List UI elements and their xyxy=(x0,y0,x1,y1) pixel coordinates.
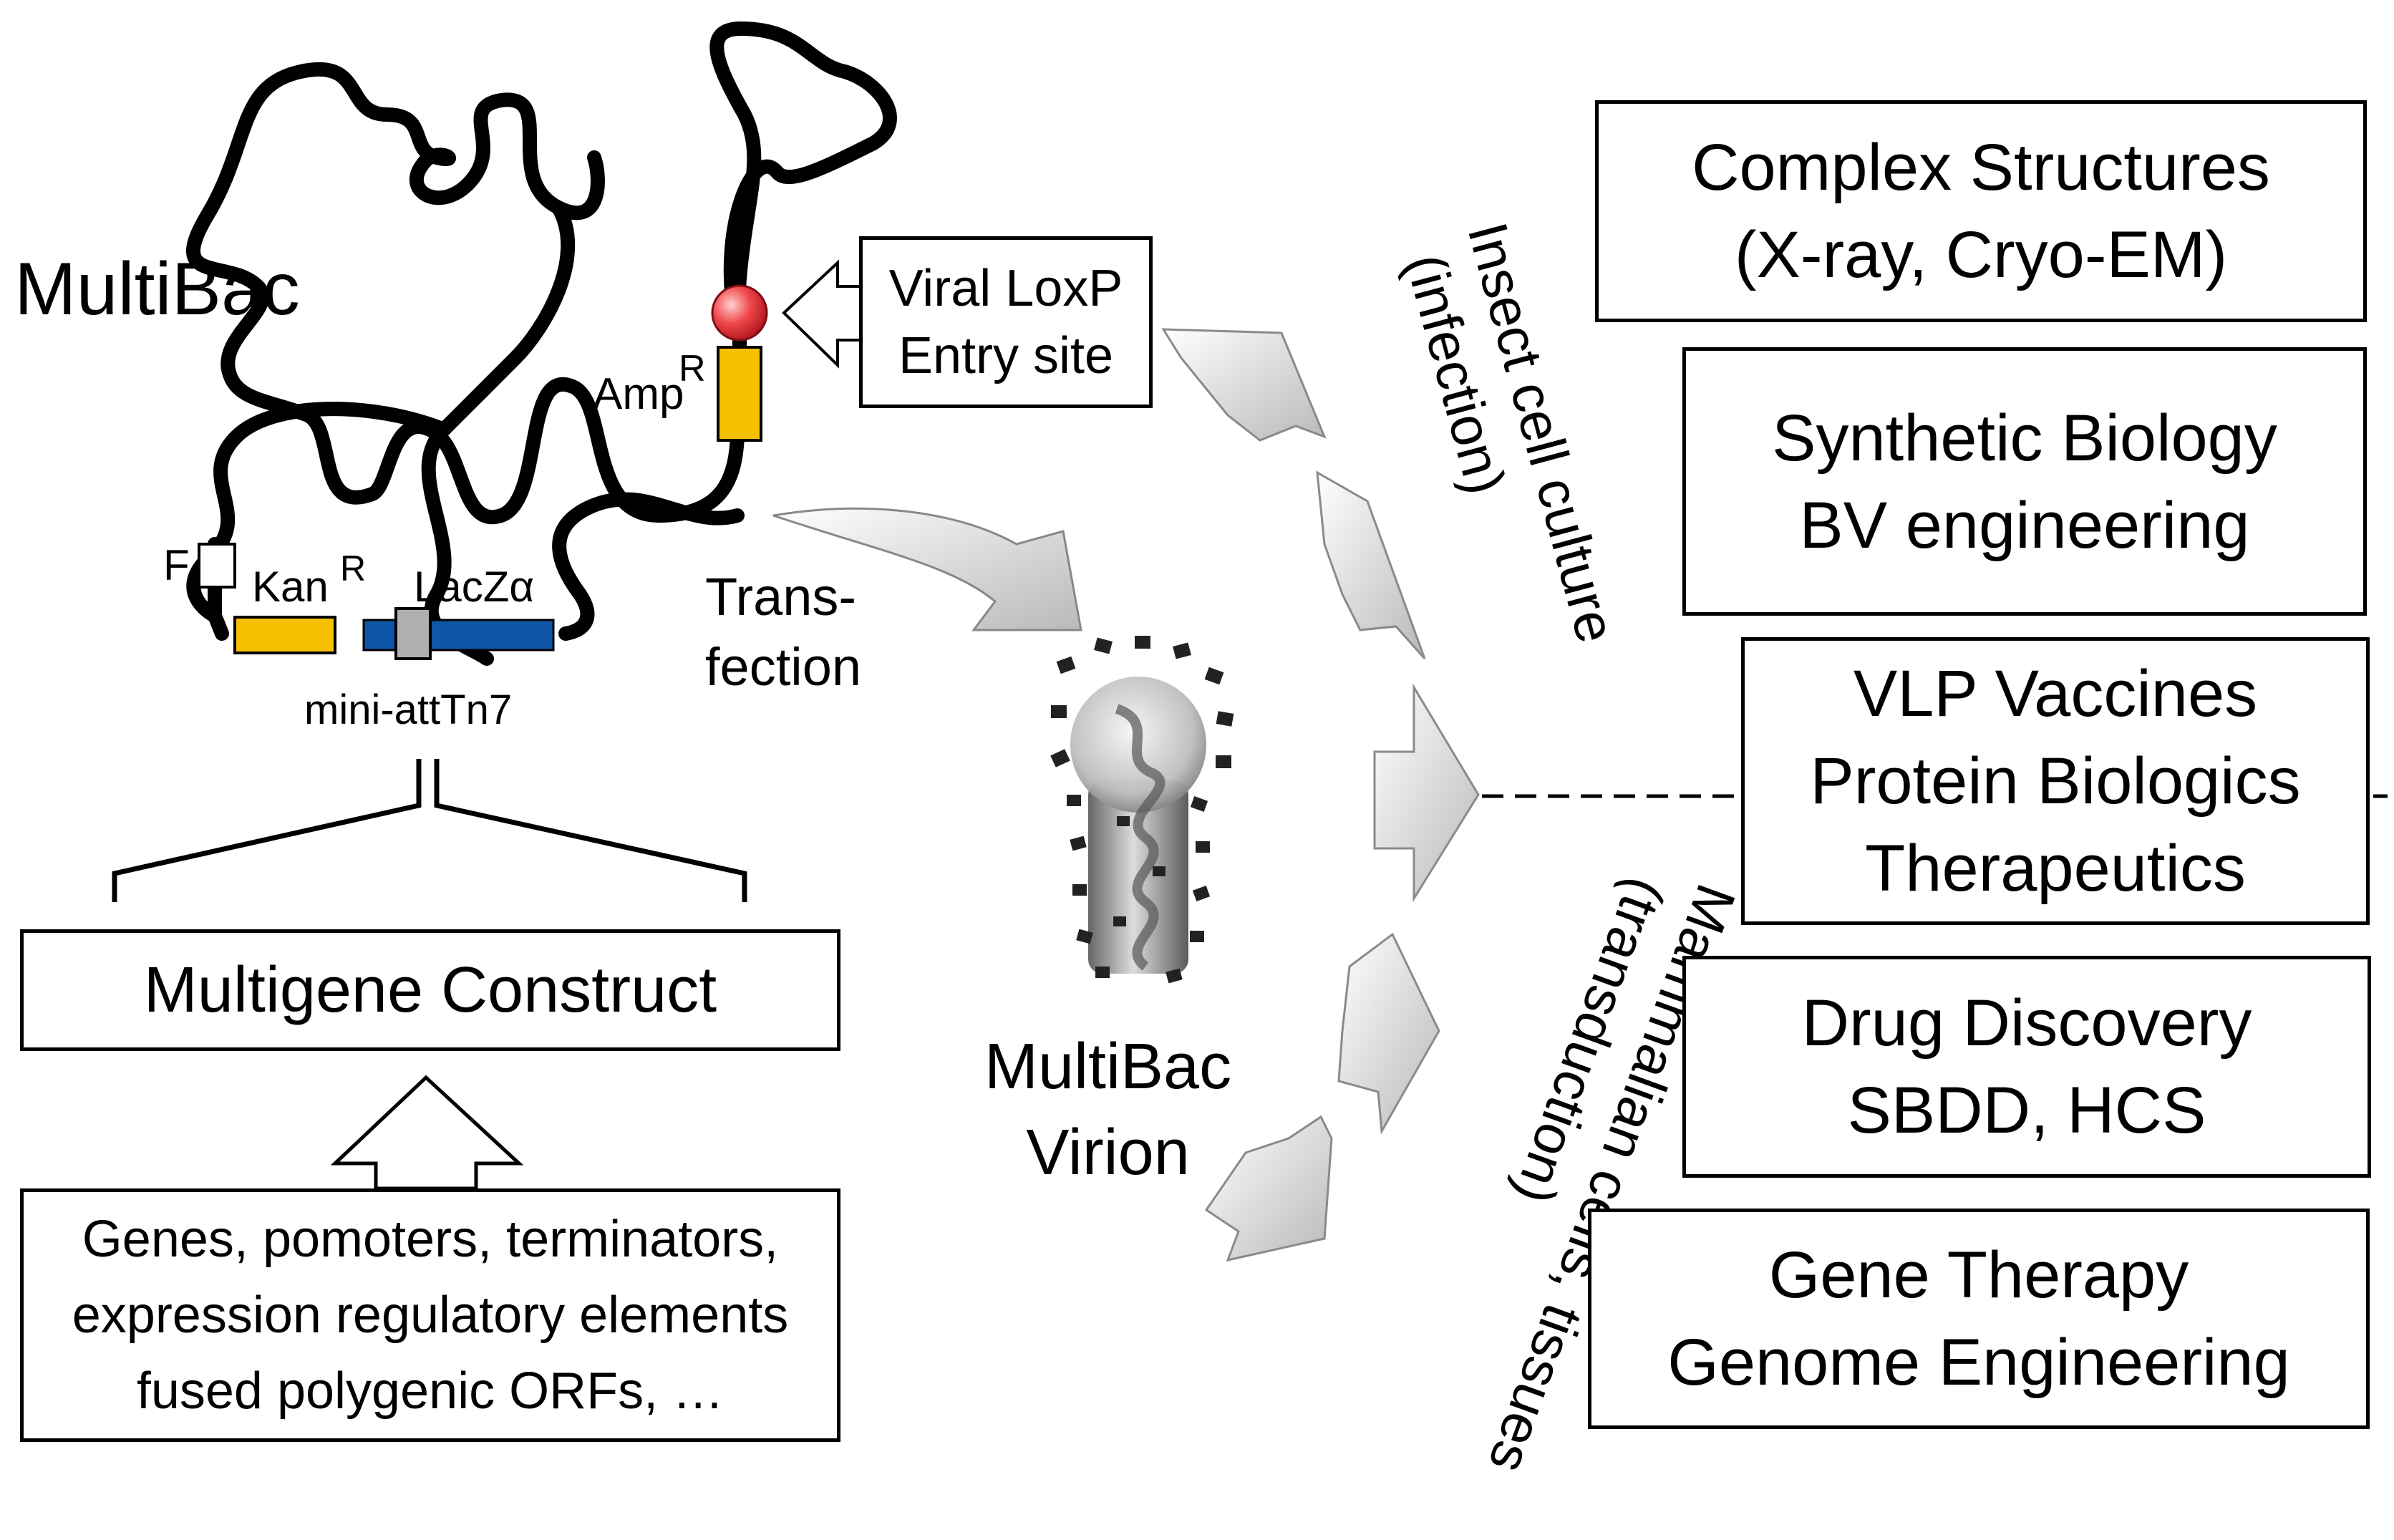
application-line: Complex Structures xyxy=(1692,131,2270,204)
virion-label: MultiBac Virion xyxy=(984,1024,1231,1196)
f-origin-box xyxy=(198,543,236,589)
multigene-construct-title: Multigene Construct xyxy=(143,954,717,1026)
virion-line1: MultiBac xyxy=(984,1031,1232,1103)
kan-superscript: R xyxy=(340,548,367,589)
route-arrows xyxy=(1161,328,1480,1262)
application-line: Therapeutics xyxy=(1865,832,2246,905)
route-arrow-1 xyxy=(1161,328,1327,442)
loxp-entry-site-box: Viral LoxP Entry site xyxy=(859,236,1153,408)
application-complex-structures: Complex Structures (X-ray, Cryo-EM) xyxy=(1595,100,2367,322)
mini-attTn7-label: mini-attTn7 xyxy=(304,687,513,733)
application-gene-therapy: Gene Therapy Genome Engineering xyxy=(1588,1209,2370,1429)
bacmid-name: MultiBac xyxy=(14,248,300,331)
construct-bracket xyxy=(112,759,747,902)
application-line: Genome Engineering xyxy=(1667,1326,2290,1399)
application-synthetic-biology: Synthetic Biology BV engineering xyxy=(1682,347,2367,616)
loxp-entry-line1: Viral LoxP xyxy=(888,260,1123,317)
route-arrow-5 xyxy=(1204,1115,1333,1262)
lacz-label: LacZα xyxy=(414,563,535,611)
application-drug-discovery: Drug Discovery SBDD, HCS xyxy=(1682,956,2371,1178)
route-arrow-4 xyxy=(1337,932,1440,1135)
construct-up-arrow xyxy=(330,1075,524,1191)
multigene-construct-box: Multigene Construct xyxy=(20,929,840,1051)
application-line: (X-ray, Cryo-EM) xyxy=(1734,218,2228,291)
components-line3: fused polygenic ORFs, … xyxy=(136,1362,724,1420)
loxp-pointer-arrow xyxy=(782,259,864,369)
virion-line2: Virion xyxy=(1026,1117,1190,1188)
application-line: Drug Discovery xyxy=(1801,987,2252,1060)
transfection-line2: fection xyxy=(705,637,862,697)
amp-label: Amp xyxy=(593,369,684,419)
construct-components-box: Genes, pomoters, terminators, expression… xyxy=(20,1188,840,1442)
application-line: SBDD, HCS xyxy=(1847,1074,2206,1147)
loxp-entry-line2: Entry site xyxy=(898,327,1114,384)
amp-marker xyxy=(717,346,762,442)
insect-route-label: Insect cell culture (infection) xyxy=(1394,216,1629,649)
mini-attTn7-site xyxy=(394,607,432,660)
f-origin-label: F xyxy=(163,541,190,589)
application-line: VLP Vaccines xyxy=(1853,657,2258,730)
route-arrow-2 xyxy=(1316,470,1426,659)
transfection-label: Trans- fection xyxy=(705,562,861,702)
application-line: Protein Biologics xyxy=(1810,745,2301,818)
kan-label: Kan xyxy=(252,563,329,611)
components-line1: Genes, pomoters, terminators, xyxy=(82,1211,779,1268)
virion-illustration xyxy=(1050,636,1234,984)
loxp-site-marker xyxy=(711,284,768,342)
transfection-arrow xyxy=(772,507,1082,631)
application-line: Synthetic Biology xyxy=(1772,401,2277,475)
application-line: BV engineering xyxy=(1799,488,2250,562)
application-line: Gene Therapy xyxy=(1768,1239,2189,1312)
transfection-line1: Trans- xyxy=(705,567,857,626)
lacz-bar xyxy=(362,619,555,652)
kan-marker xyxy=(233,616,336,654)
amp-superscript: R xyxy=(679,348,706,389)
application-vlp-vaccines: VLP Vaccines Protein Biologics Therapeut… xyxy=(1741,637,2370,925)
components-line2: expression regulatory elements xyxy=(72,1287,789,1344)
route-arrow-3 xyxy=(1373,683,1480,903)
